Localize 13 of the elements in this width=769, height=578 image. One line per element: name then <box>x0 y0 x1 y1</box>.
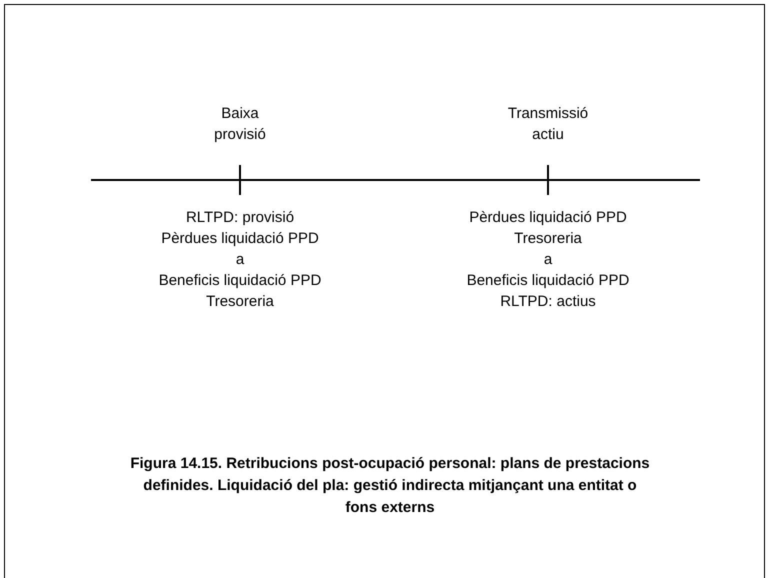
entry-line: Beneficis liquidació PPD <box>466 271 630 291</box>
entry-line: Tresoreria <box>205 292 275 312</box>
event-label: Transmissió actiu <box>506 104 590 145</box>
figure-caption: Figura 14.15. Retribucions post-ocupació personal: plans de prestacions definides. Liquidació del pla: gestió indirecta mitjançant una entitat o fons externs <box>130 454 650 518</box>
entry-line: a <box>542 250 554 270</box>
entry-line: Pèrdues liquidació PPD <box>160 229 320 249</box>
event-label: Baixa provisió <box>213 104 267 145</box>
entry-line: RLTPD: provisió <box>184 208 296 228</box>
entry-line: Tresoreria <box>513 229 583 249</box>
entry-line: RLTPD: actius <box>499 292 597 312</box>
entry-line: Pèrdues liquidació PPD <box>468 208 628 228</box>
entry-line: Beneficis liquidació PPD <box>158 271 322 291</box>
entry-line: a <box>234 250 246 270</box>
